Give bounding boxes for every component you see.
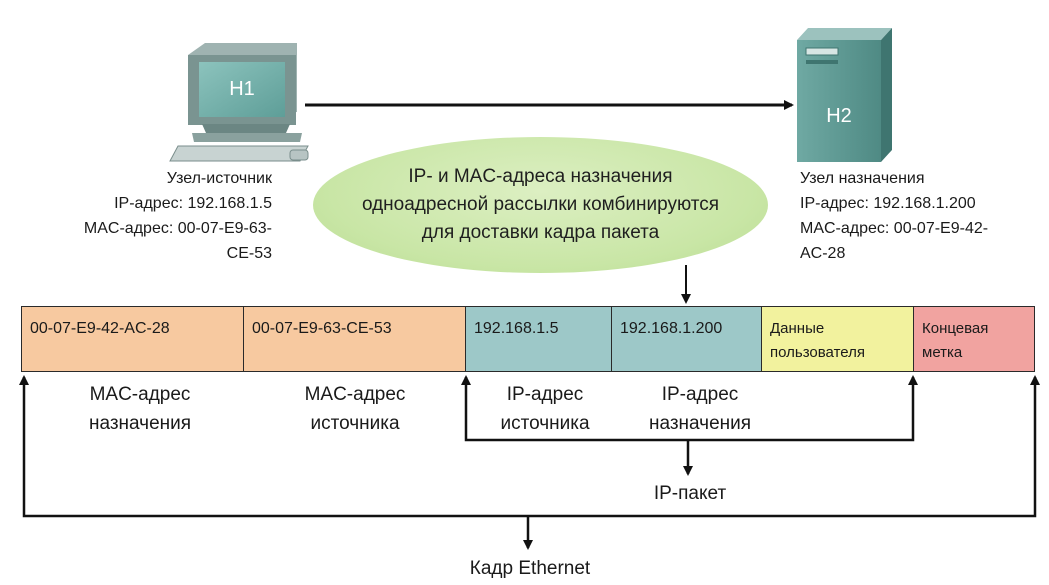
caption-src-mac-line-1: MAC-адрес xyxy=(304,384,406,405)
source-host-name: H1 xyxy=(229,78,255,100)
note-line-1: IP- и MAC-адреса назначения xyxy=(408,166,673,187)
computer-icon xyxy=(169,43,309,162)
caption-dest-ip-line-2: назначения xyxy=(648,413,752,434)
frame-field-src-ip: 192.168.1.5 xyxy=(465,306,612,372)
caption-dest-mac: MAC-адрес назначения xyxy=(40,380,240,438)
dest-host-ip: IP-адрес: 192.168.1.200 xyxy=(800,195,976,212)
ethernet-frame-label: Кадр Ethernet xyxy=(469,558,591,579)
frame-field-src-mac: 00-07-E9-63-CE-53 xyxy=(243,306,466,372)
frame-field-dest-mac: 00-07-E9-42-AC-28 xyxy=(21,306,244,372)
ip-packet-label: IP-пакет xyxy=(653,483,727,504)
caption-src-ip-line-1: IP-адрес xyxy=(506,384,584,405)
note-line-2: одноадресной рассылки комбинируются xyxy=(361,194,720,215)
source-host-ip: IP-адрес: 192.168.1.5 xyxy=(114,195,272,212)
caption-dest-ip-line-1: IP-адрес xyxy=(661,384,739,405)
dest-host-role: Узел назначения xyxy=(800,170,925,187)
ethernet-frame-bracket xyxy=(22,382,1037,518)
frame-field-user-data: Данные пользователя xyxy=(761,306,914,372)
caption-src-mac-line-2: источника xyxy=(310,413,400,434)
caption-src-ip: IP-адрес источника xyxy=(470,380,620,438)
caption-src-mac: MAC-адрес источника xyxy=(255,380,455,438)
unicast-note: IP- и MAC-адреса назначения одноадресной… xyxy=(313,137,768,273)
source-host-role: Узел-источник xyxy=(166,170,272,187)
server-icon xyxy=(797,28,892,162)
dest-host-caption: Узел назначения IP-адрес: 192.168.1.200 … xyxy=(800,166,1040,266)
caption-dest-mac-line-2: назначения xyxy=(88,413,192,434)
frame-field-dest-ip: 192.168.1.200 xyxy=(611,306,762,372)
user-data-line-2: пользователя xyxy=(770,344,865,361)
user-data-line-1: Данные xyxy=(770,320,825,337)
source-host-caption: Узел-источник IP-адрес: 192.168.1.5 MAC-… xyxy=(40,166,272,266)
trailer-line-1: Концевая xyxy=(922,320,989,337)
ip-packet-bracket xyxy=(464,382,915,442)
note-line-3: для доставки кадра пакета xyxy=(421,222,660,243)
source-host-mac-cont: CE-53 xyxy=(226,245,272,262)
frame-field-trailer: Концевая метка xyxy=(913,306,1035,372)
source-host-mac: MAC-адрес: 00-07-E9-63- xyxy=(83,220,272,237)
caption-dest-mac-line-1: MAC-адрес xyxy=(89,384,191,405)
dest-host-mac-cont: AC-28 xyxy=(800,245,846,262)
dest-host-mac: MAC-адрес: 00-07-E9-42- xyxy=(800,220,989,237)
caption-dest-ip: IP-адрес назначения xyxy=(615,380,785,438)
caption-src-ip-line-2: источника xyxy=(500,413,590,434)
dest-host-name: H2 xyxy=(826,105,852,127)
trailer-line-2: метка xyxy=(922,344,963,361)
